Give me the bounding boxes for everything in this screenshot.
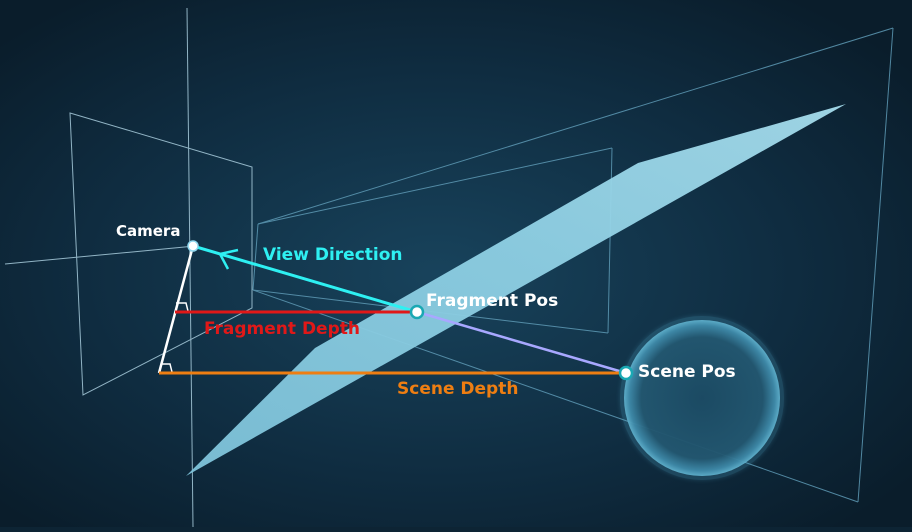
camera-point (187, 240, 199, 252)
scene-pos-point (618, 365, 634, 381)
intersecting-plane (186, 104, 846, 476)
view-direction-label: View Direction (263, 245, 403, 265)
ray-extension-line (416, 310, 627, 375)
right-angle-marker-fragment (176, 302, 189, 312)
fragment-pos-label: Fragment Pos (426, 291, 558, 311)
right-angle-marker-scene (161, 363, 173, 373)
scene-depth-label: Scene Depth (397, 379, 518, 399)
camera-label: Camera (116, 222, 180, 240)
view-direction-line (192, 244, 418, 314)
near-plane (4, 7, 253, 528)
scene-sphere (620, 316, 784, 480)
fragment-pos-point (409, 304, 425, 320)
scene-pos-label: Scene Pos (638, 362, 736, 382)
fragment-depth-label: Fragment Depth (204, 319, 360, 339)
frustum-wireframe (252, 27, 894, 503)
view-direction-arrowhead (218, 248, 239, 270)
camera-forward-line (157, 245, 195, 374)
